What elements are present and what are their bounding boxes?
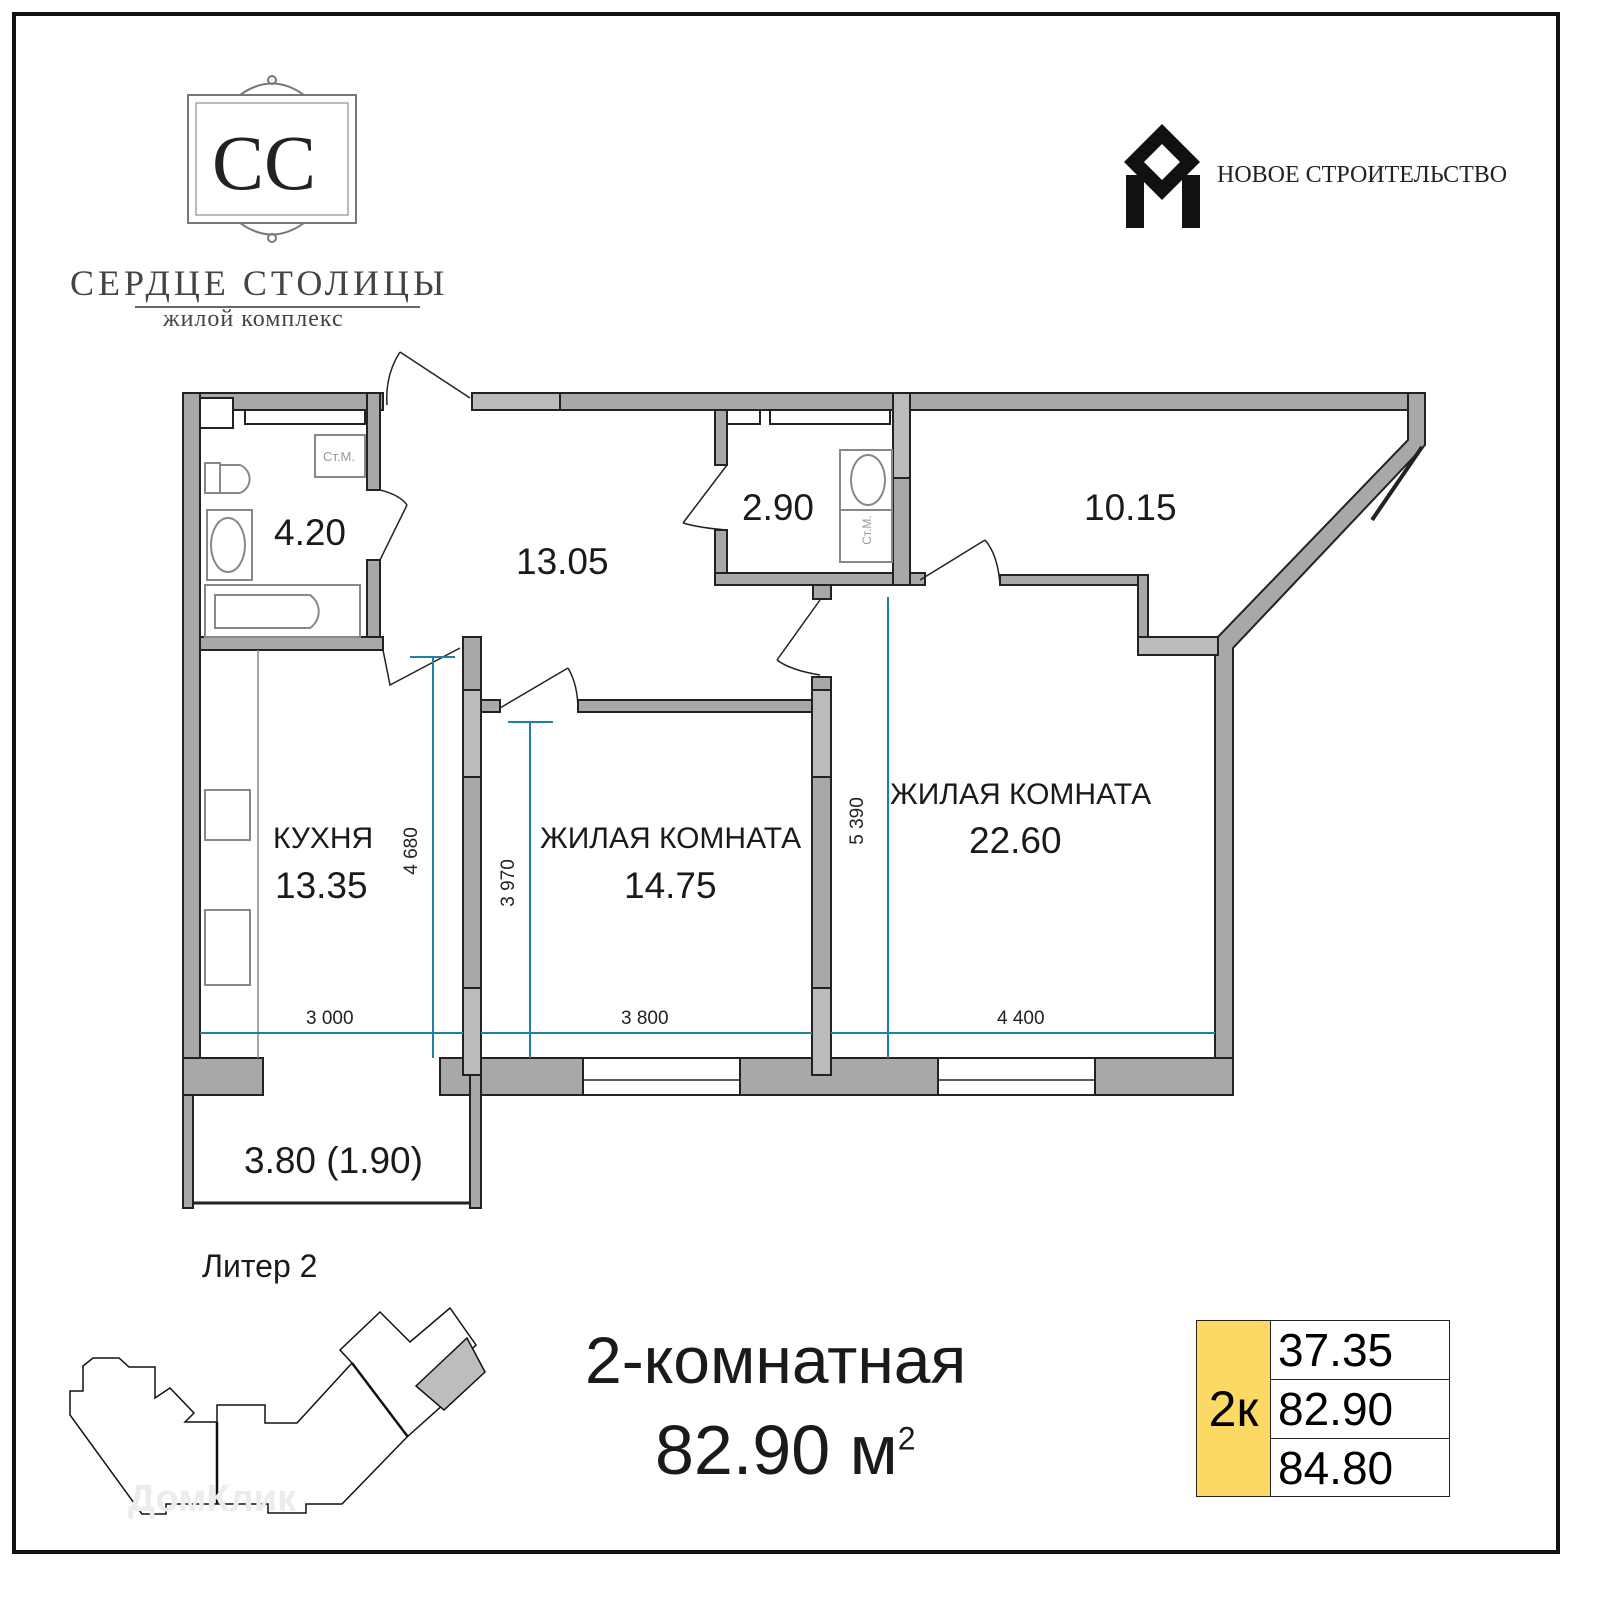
building-label: Литер 2 [202,1248,318,1284]
area-with-loggia-cell: 84.80 [1278,1442,1394,1494]
apartment-type: 2-комнатная [585,1323,967,1397]
complex-divider [135,306,420,308]
kitchen-depth-dim: 4 680 [400,827,422,875]
windows [193,445,1424,1205]
bedroom1-depth-dim: 3 970 [497,859,519,907]
area-summary-table: 2к 37.35 82.90 84.80 [1196,1320,1450,1497]
storage-area: 10.15 [1084,487,1177,528]
page-frame [12,12,1560,1554]
total-area-cell: 82.90 [1270,1380,1450,1439]
building-location-plan [69,1306,477,1515]
kitchen-width-dim: 3 000 [306,1008,354,1029]
dimension-lines [200,597,1215,1058]
bedroom2-name: ЖИЛАЯ КОМНАТА [890,778,1152,811]
complex-monogram: CC [212,119,317,206]
bathroom-area: 4.20 [274,512,347,553]
bedroom1-area: 14.75 [624,865,717,906]
watermark: ДомКлик [128,1478,297,1520]
bedroom1-name: ЖИЛАЯ КОМНАТА [540,822,802,855]
complex-logo-frame [187,75,357,243]
apartment-area-value: 82.90 м [655,1411,898,1489]
bedroom2-width-dim: 4 400 [997,1008,1045,1029]
complex-subtitle: жилой комплекс [163,306,344,332]
apartment-area: 82.90 м2 [655,1410,916,1490]
bedroom2-depth-dim: 5 390 [846,797,868,845]
rooms-badge: 2к [1197,1321,1271,1496]
complex-name: СЕРДЦЕ СТОЛИЦЫ [70,263,449,303]
hall-area: 13.05 [516,541,609,582]
developer-name: НОВОЕ СТРОИТЕЛЬСТВО [1217,162,1508,188]
kitchen-area: 13.35 [275,865,368,906]
washer-label-wc: Ст.М. [859,515,874,545]
loggia-area: 3.80 (1.90) [244,1140,423,1181]
area-unit-sup: 2 [897,1420,916,1457]
developer-logo-icon [1124,124,1200,228]
plumbing-fixtures [204,434,893,986]
washer-label: Ст.М. [323,449,355,464]
kitchen-name: КУХНЯ [273,822,374,855]
living-area-cell: 37.35 [1270,1321,1450,1380]
wc-area: 2.90 [742,487,815,528]
window-recesses [199,397,1096,1096]
apartment-highlight [414,1336,486,1412]
hatched-walls [462,392,1219,1076]
bedroom2-area: 22.60 [969,820,1062,861]
doors [379,351,1001,711]
bedroom1-width-dim: 3 800 [621,1008,669,1029]
